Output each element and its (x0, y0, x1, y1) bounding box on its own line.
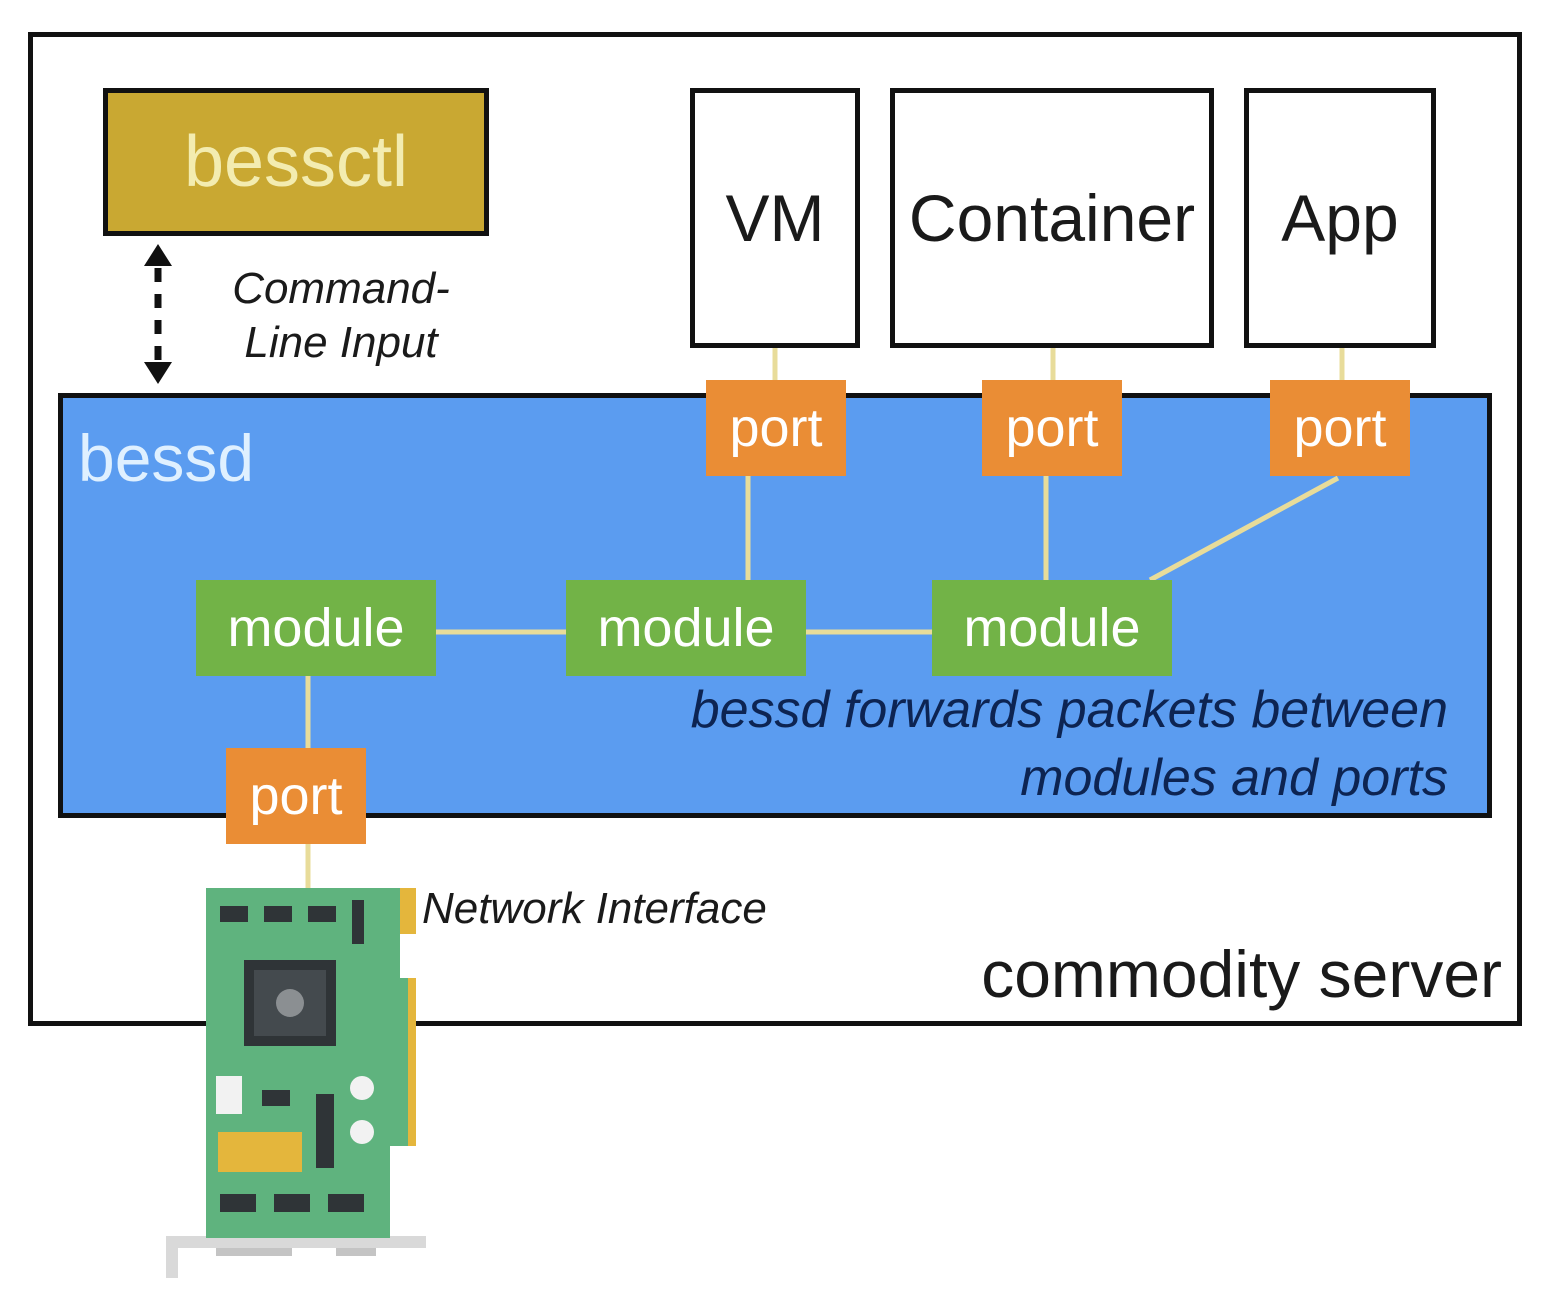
connector-line (1148, 475, 1340, 583)
command-line-arrow (144, 244, 172, 384)
port-box: port (706, 380, 846, 476)
port-label: port (729, 398, 823, 458)
module-label: module (597, 598, 775, 658)
network-interface-label: Network Interface (422, 884, 767, 933)
bessd-caption: bessd forwards packets between modules a… (691, 676, 1448, 812)
module-label: module (227, 598, 405, 658)
command-line-input-line2: Line Input (244, 318, 438, 367)
module-box: module (932, 580, 1172, 676)
container-label: Container (908, 181, 1196, 255)
vm-box: VM (690, 88, 860, 348)
bessd-caption-line1: bessd forwards packets between (690, 681, 1448, 739)
command-line-input-caption: Command- Line Input (226, 262, 456, 370)
module-label: module (963, 598, 1141, 658)
bessd-caption-line2: modules and ports (1020, 749, 1448, 807)
port-box: port (226, 748, 366, 844)
app-box: App (1244, 88, 1436, 348)
bessctl-label: bessctl (183, 122, 409, 202)
port-label: port (1005, 398, 1099, 458)
port-box: port (1270, 380, 1410, 476)
commodity-server-label: commodity server (981, 937, 1502, 1011)
module-box: module (566, 580, 806, 676)
port-box: port (982, 380, 1122, 476)
bessd-label: bessd (78, 421, 255, 495)
bessctl-box: bessctl (103, 88, 489, 236)
command-line-input-line1: Command- (232, 264, 450, 313)
vm-label: VM (725, 181, 825, 255)
container-box: Container (890, 88, 1214, 348)
port-label: port (249, 766, 343, 826)
app-label: App (1281, 181, 1399, 255)
port-label: port (1293, 398, 1387, 458)
module-box: module (196, 580, 436, 676)
